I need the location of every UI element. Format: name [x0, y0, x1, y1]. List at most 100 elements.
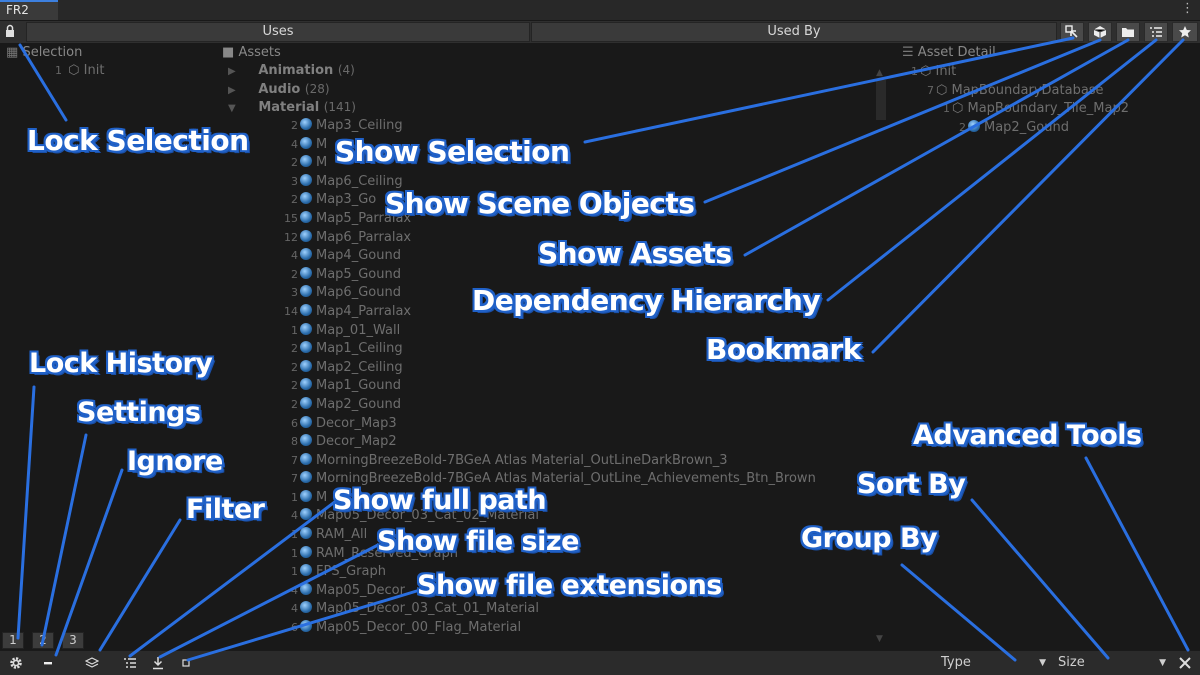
usage-count: 4 — [291, 602, 298, 616]
material-icon — [300, 248, 312, 261]
category-list: ▶ Animation (4) ▶ Audio (28) ▼ Material … — [228, 61, 356, 117]
settings-button[interactable] — [4, 653, 28, 673]
material-icon — [300, 452, 312, 465]
usage-count: 2 — [291, 342, 298, 356]
category-audio[interactable]: ▶ Audio (28) — [228, 81, 330, 97]
show-scene-objects-button[interactable] — [1088, 22, 1112, 42]
title-bar: FR2 ⋮ — [0, 0, 1200, 20]
detail-item[interactable]: 7⬡ MapBoundaryDatabase — [896, 82, 1129, 101]
annotation-show-assets: Show Assets — [538, 237, 732, 270]
annotation-filter: Filter — [186, 494, 265, 525]
material-icon — [300, 359, 312, 372]
material-name: Map6_Parralax — [316, 229, 412, 245]
material-name: M — [316, 155, 328, 171]
group-by-dropdown[interactable]: Type▼ — [937, 653, 1052, 673]
annotation-lock-history: Lock History — [29, 348, 213, 379]
history-tab-1[interactable]: 1 — [2, 632, 24, 649]
line-group-by — [900, 563, 1017, 662]
top-toolbar: Uses Used By — [0, 21, 1200, 43]
advanced-tools-button[interactable] — [1173, 653, 1197, 673]
annotation-show-scene-objects: Show Scene Objects — [385, 187, 695, 220]
prefab-icon: ⬡ — [936, 82, 952, 98]
used-by-tab[interactable]: Used By — [531, 22, 1057, 42]
detail-item[interactable]: 1⬡ Init — [896, 63, 1129, 82]
uses-tab[interactable]: Uses — [26, 22, 530, 42]
usage-count: 4 — [291, 583, 298, 597]
history-tab-2[interactable]: 2 — [32, 632, 54, 649]
assets-scrollbar[interactable]: ▲ ▼ — [876, 68, 886, 648]
gear-icon — [10, 657, 22, 669]
list-item[interactable]: 1 ⬡ Init — [55, 63, 105, 78]
annotation-ignore: Ignore — [127, 446, 223, 477]
material-icon — [300, 527, 312, 540]
usage-count: 1 — [943, 102, 950, 116]
annotation-dependency-hierarchy: Dependency Hierarchy — [472, 284, 821, 317]
show-file-size-button[interactable] — [146, 653, 170, 673]
usage-count: 7 — [927, 83, 934, 97]
usage-count: 7 — [291, 472, 298, 486]
kebab-menu-icon[interactable]: ⋮ — [1181, 1, 1194, 16]
annotation-lock-selection: Lock Selection — [27, 124, 249, 157]
material-name: Map_01_Wall — [316, 322, 401, 338]
category-material[interactable]: ▼ Material (141) — [228, 100, 356, 116]
download-icon — [153, 657, 163, 670]
material-name: Map05_Decor_00_Flag_Material — [316, 620, 522, 636]
material-icon — [300, 489, 312, 502]
usage-count: 2 — [291, 379, 298, 393]
line-filter — [98, 518, 182, 652]
show-file-extensions-button[interactable] — [174, 653, 198, 673]
ignore-button[interactable] — [36, 653, 60, 673]
sort-by-dropdown[interactable]: Size▼ — [1054, 653, 1172, 673]
line-sort-by — [970, 498, 1110, 660]
scroll-thumb[interactable] — [876, 80, 886, 120]
usage-count: 2 — [291, 193, 298, 207]
scroll-down-icon[interactable]: ▼ — [876, 634, 883, 644]
minus-icon — [44, 662, 52, 665]
category-animation[interactable]: ▶ Animation (4) — [228, 63, 355, 78]
line-settings — [40, 433, 88, 647]
detail-item[interactable]: 1⬡ MapBoundary_Tile_Map2 — [896, 100, 1129, 119]
history-tab-3[interactable]: 3 — [62, 632, 84, 649]
usage-count: 1 — [911, 65, 918, 78]
show-full-path-button[interactable] — [118, 653, 142, 673]
bookmark-button[interactable] — [1172, 22, 1198, 42]
annotation-show-file-size: Show file size — [377, 526, 579, 557]
dependency-hierarchy-button[interactable] — [1144, 22, 1168, 42]
show-selection-button[interactable] — [1060, 22, 1084, 42]
material-icon — [300, 136, 312, 149]
filter-button[interactable] — [80, 653, 104, 673]
scroll-up-icon[interactable]: ▲ — [876, 68, 883, 78]
material-icon — [968, 119, 980, 132]
show-assets-button[interactable] — [1116, 22, 1140, 42]
material-icon — [300, 173, 312, 186]
material-name: FPS_Graph — [316, 564, 386, 580]
annotation-group-by: Group By — [801, 523, 938, 554]
usage-count: 12 — [284, 230, 298, 244]
list-item[interactable]: 12 Map6_Parralax — [276, 229, 816, 248]
window-tab[interactable]: FR2 — [0, 0, 58, 20]
lock-selection-button[interactable] — [2, 23, 22, 41]
